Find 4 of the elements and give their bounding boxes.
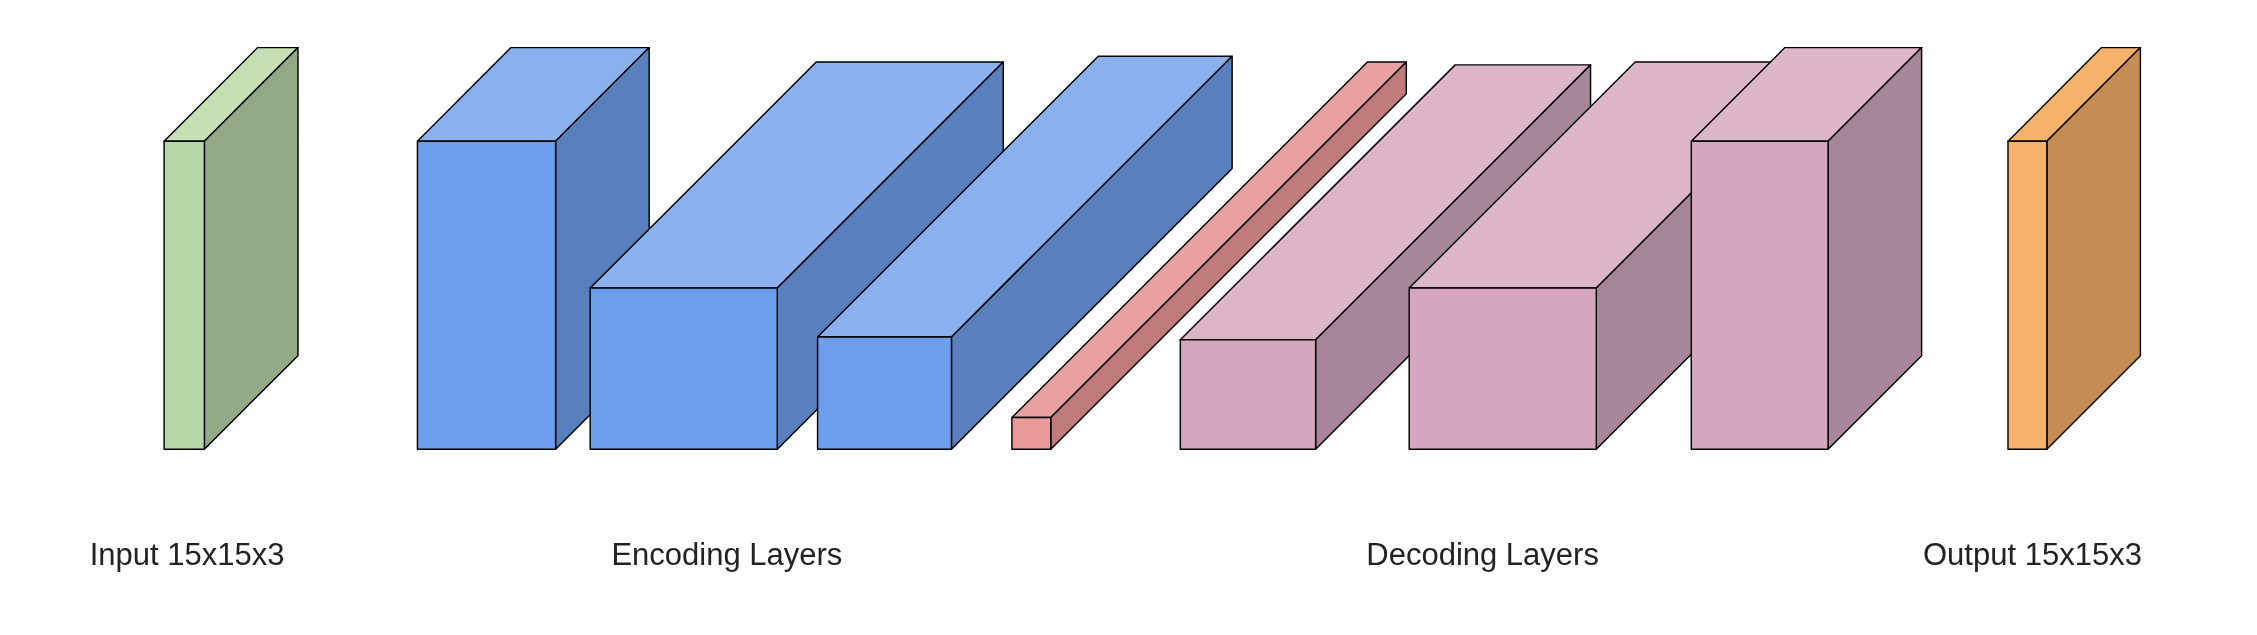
layer-caption: Decoding Layers <box>1366 536 1599 573</box>
layer-caption: Output 15x15x3 <box>1923 536 2142 573</box>
layer-caption: Encoding Layers <box>611 536 843 573</box>
layer-caption: Input 15x15x3 <box>89 536 285 573</box>
